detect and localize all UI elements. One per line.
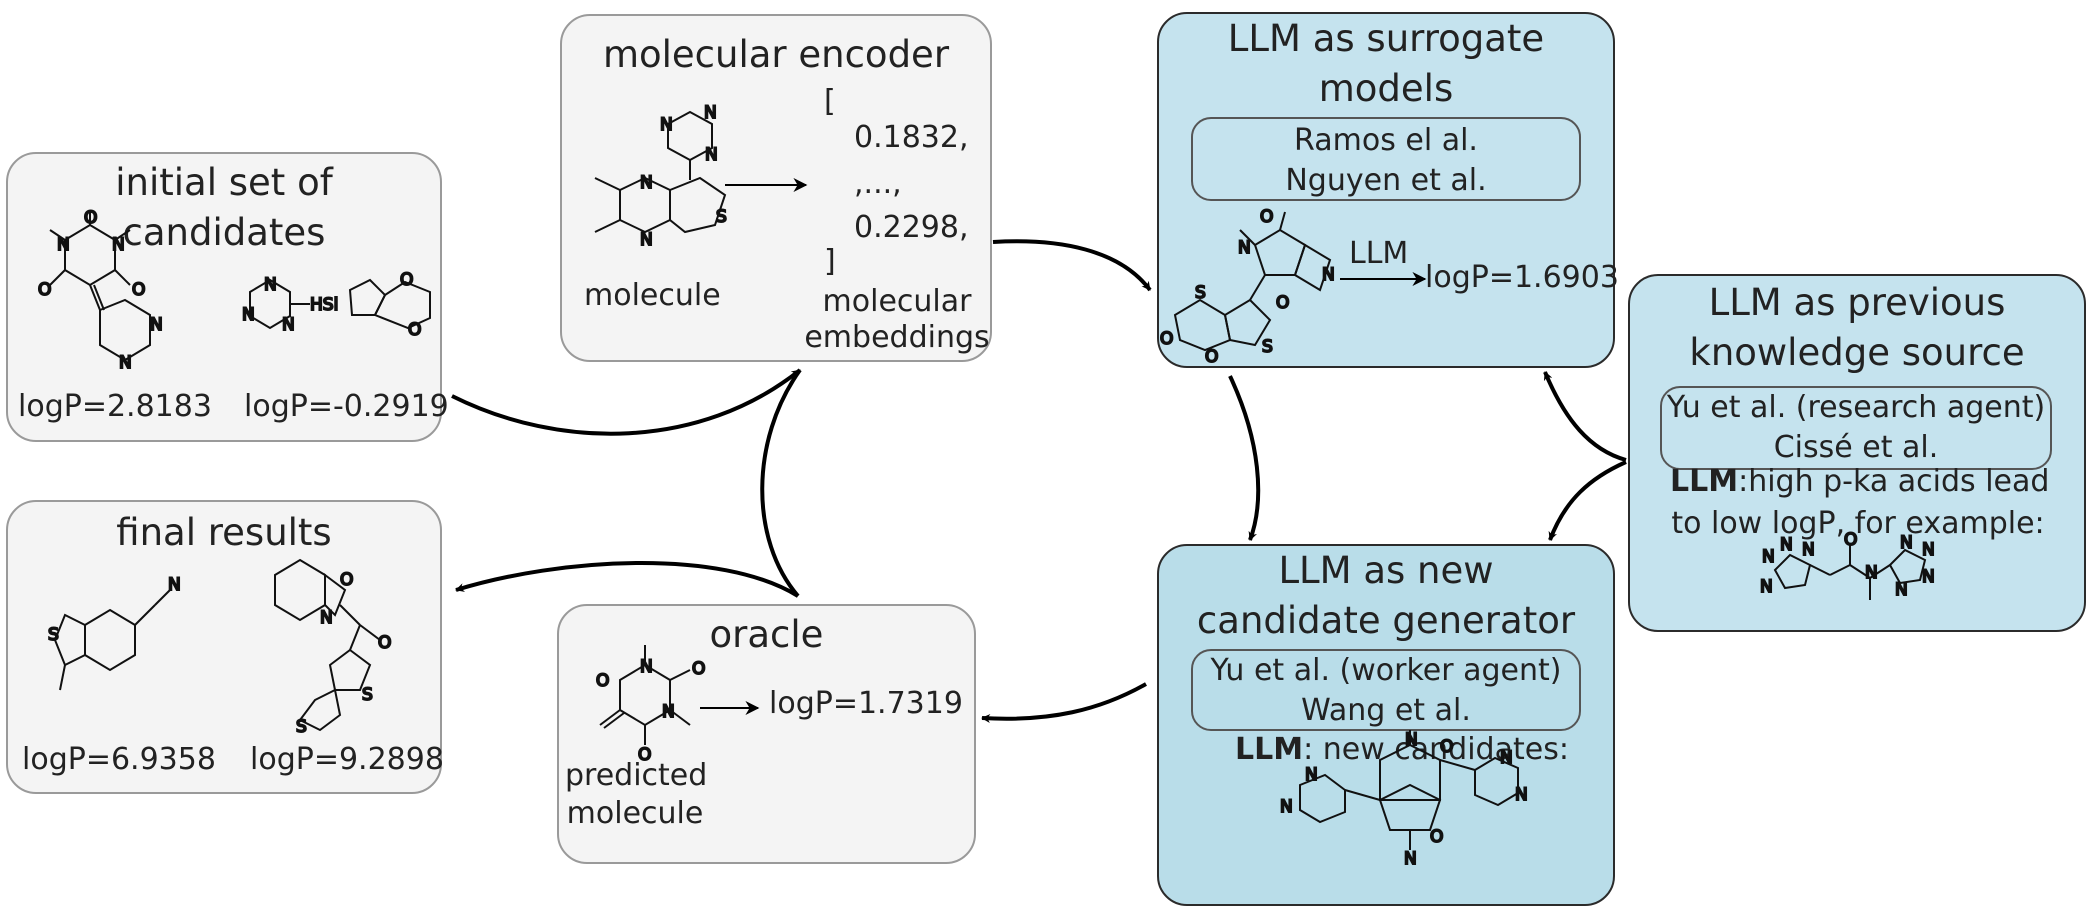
embeddings-label-2: embeddings: [804, 320, 990, 355]
oracle-label-2: molecule: [566, 796, 704, 831]
knowledge-llm-text-1: :high p-ka acids lead: [1738, 464, 2050, 499]
surrogate-logp: logP=1.6903: [1425, 260, 1619, 295]
knowledge-title-1: LLM as previous: [1708, 281, 2006, 324]
surrogate-title-1: LLM as surrogate: [1227, 17, 1545, 60]
knowledge-references: Yu et al. (research agent) Cissé et al.: [1660, 386, 2052, 470]
knowledge-llm-bold: LLM: [1670, 464, 1739, 499]
generator-references: Yu et al. (worker agent) Wang et al.: [1191, 649, 1581, 731]
arrow-encoder-to-surrogate: [992, 239, 1152, 292]
knowledge-llm-statement: LLM:high p-ka acids lead: [1670, 464, 2049, 499]
oracle-panel: oracle logP=1.7319 predicted molecule: [557, 604, 976, 864]
embedding-value-2: 0.2298,: [854, 210, 969, 245]
final-results-panel: final results logP=6.9358 logP=9.2898: [6, 500, 444, 794]
generator-title-2: candidate generator: [1196, 599, 1576, 642]
initial-logp-a: logP=2.8183: [18, 389, 212, 424]
arrow-knowledge-to-surrogate: [1543, 371, 1627, 462]
embeddings-label-1: molecular: [822, 284, 972, 319]
embedding-value-1: 0.1832,: [854, 120, 969, 155]
generator-ref-2: Wang et al.: [1301, 693, 1471, 728]
molecular-encoder-title: molecular encoder: [602, 33, 950, 76]
generator-llm-bold: LLM: [1235, 732, 1304, 767]
generator-llm-text: : new candidates:: [1303, 732, 1569, 767]
surrogate-references: Ramos el al. Nguyen et al.: [1191, 117, 1581, 201]
arrow-knowledge-to-generator: [1548, 460, 1627, 541]
embedding-ellipsis: ,...,: [854, 166, 902, 201]
surrogate-llm-arrow-label: LLM: [1349, 236, 1409, 271]
arrow-oracle-to-encoder: [760, 368, 802, 598]
knowledge-title-2: knowledge source: [1689, 331, 2025, 374]
knowledge-ref-2: Cissé et al.: [1773, 430, 1939, 465]
surrogate-ref-2: Nguyen et al.: [1285, 163, 1487, 198]
arrow-oracle-to-final: [455, 561, 800, 598]
molecular-encoder-panel: molecular encoder molecule [ 0.1832, ,..…: [560, 14, 992, 362]
final-results-title: final results: [116, 511, 332, 554]
knowledge-ref-1: Yu et al. (research agent): [1666, 390, 2046, 425]
initial-candidates-title: initial set of candidates: [115, 161, 333, 254]
arrow-initial-to-encoder: [451, 368, 802, 436]
surrogate-title-2: models: [1318, 67, 1454, 110]
knowledge-llm-text-2: to low logP, for example:: [1671, 506, 2045, 541]
final-logp-b: logP=9.2898: [250, 742, 444, 777]
embedding-open-bracket: [: [824, 84, 836, 119]
surrogate-ref-1: Ramos el al.: [1294, 123, 1478, 158]
embedding-close-bracket: ]: [824, 244, 836, 279]
initial-logp-b: logP=-0.2919: [244, 389, 449, 424]
arrow-generator-to-oracle: [981, 682, 1147, 723]
generator-llm-statement: LLM: new candidates:: [1235, 732, 1569, 767]
encoder-molecule-label: molecule: [584, 278, 721, 313]
oracle-logp: logP=1.7319: [769, 686, 963, 721]
generator-ref-1: Yu et al. (worker agent): [1210, 653, 1562, 688]
knowledge-source-panel: LLM as previous knowledge source Yu et a…: [1628, 274, 2086, 632]
oracle-label-1: predicted: [565, 758, 708, 793]
generator-title-1: LLM as new: [1278, 549, 1494, 592]
final-logp-a: logP=6.9358: [22, 742, 216, 777]
arrow-surrogate-to-generator: [1228, 375, 1261, 541]
initial-candidates-panel: initial set of candidates logP=2.8183 lo…: [6, 152, 449, 442]
surrogate-models-panel: LLM as surrogate models Ramos el al. Ngu…: [1157, 12, 1619, 368]
oracle-title: oracle: [709, 613, 824, 656]
candidate-generator-panel: LLM as new candidate generator Yu et al.…: [1157, 544, 1615, 906]
